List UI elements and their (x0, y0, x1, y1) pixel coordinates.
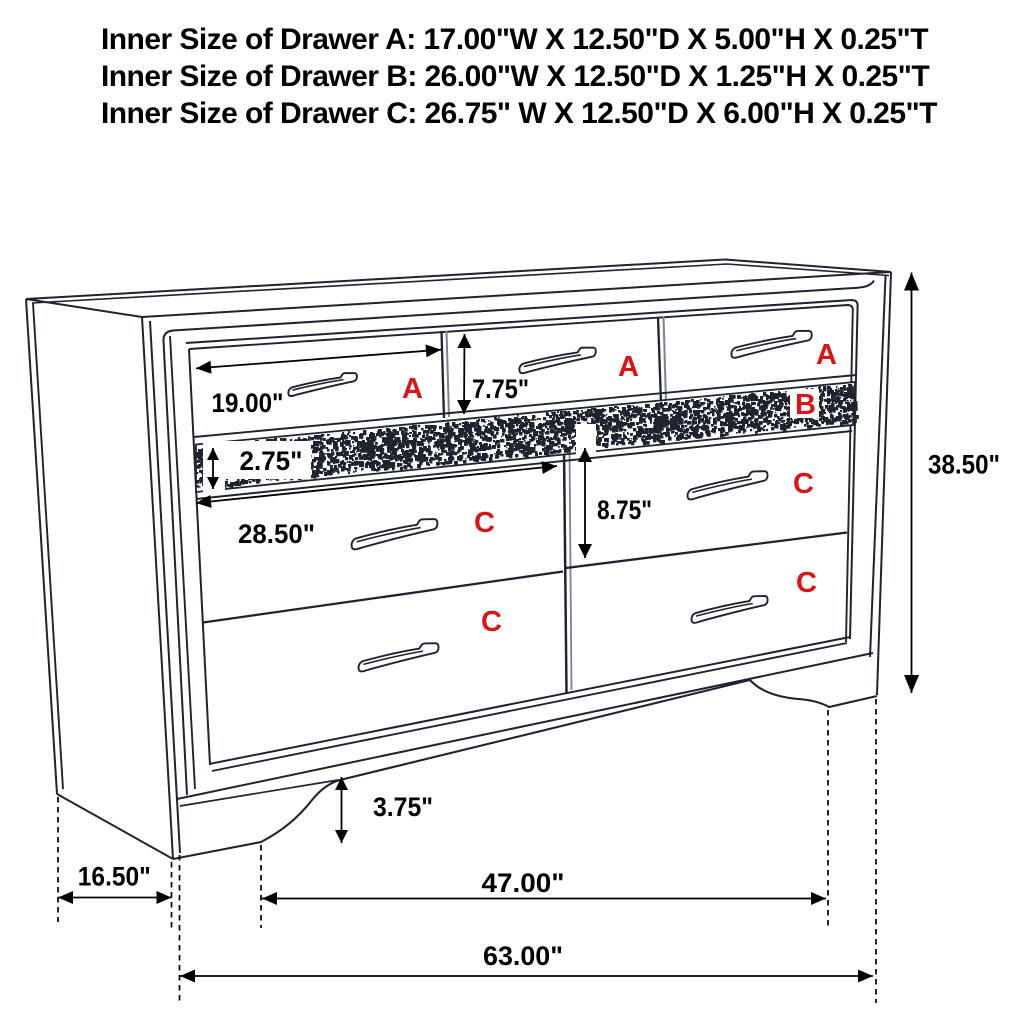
svg-text:A: A (816, 339, 837, 371)
svg-text:16.50": 16.50" (78, 862, 151, 892)
svg-text:38.50": 38.50" (928, 450, 1000, 480)
svg-text:A: A (402, 373, 423, 405)
svg-text:2.75": 2.75" (240, 446, 303, 476)
svg-text:19.00": 19.00" (212, 388, 284, 418)
svg-text:Inner Size of Drawer C: 26.75": Inner Size of Drawer C: 26.75" W X 12.50… (101, 97, 937, 130)
svg-text:C: C (481, 606, 502, 638)
svg-text:A: A (618, 351, 639, 383)
svg-text:63.00": 63.00" (483, 941, 563, 971)
svg-text:Inner Size of Drawer A: 17.00": Inner Size of Drawer A: 17.00"W X 12.50"… (101, 23, 928, 56)
svg-text:28.50": 28.50" (238, 519, 315, 549)
svg-text:C: C (796, 567, 817, 599)
svg-text:B: B (795, 389, 816, 421)
svg-text:C: C (474, 507, 495, 539)
svg-text:Inner Size of Drawer B: 26.00": Inner Size of Drawer B: 26.00"W X 12.50"… (101, 60, 929, 93)
svg-text:3.75": 3.75" (373, 792, 433, 822)
svg-text:C: C (793, 468, 814, 500)
svg-text:8.75": 8.75" (597, 495, 652, 525)
svg-text:47.00": 47.00" (482, 868, 565, 898)
svg-text:7.75": 7.75" (472, 374, 529, 404)
